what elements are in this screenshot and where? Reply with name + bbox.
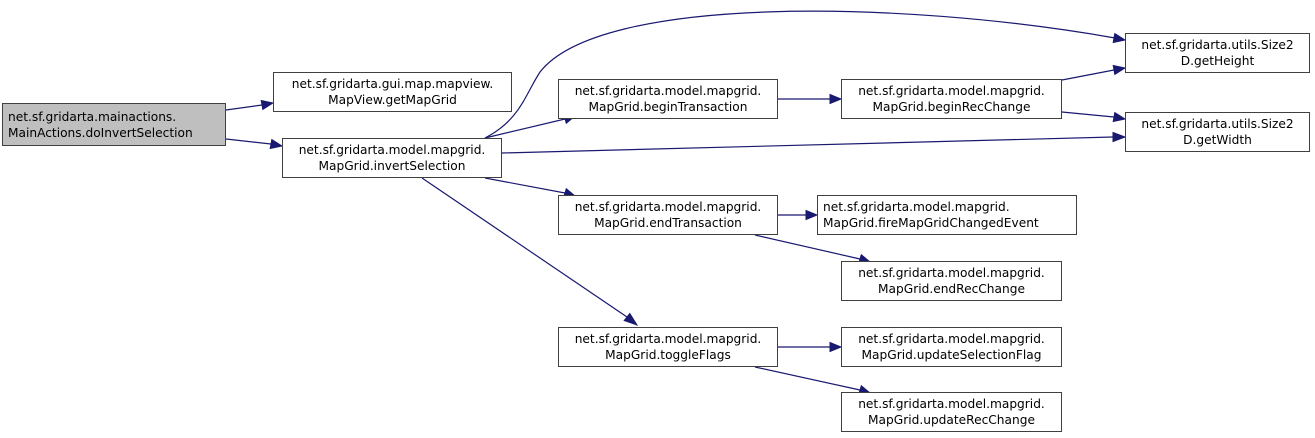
node-label-package: net.sf.gridarta.mainactions. [8, 109, 177, 124]
edge-toggleflags-to-updaterecchange [754, 366, 872, 395]
node-firemapgridchangedevent[interactable]: net.sf.gridarta.model.mapgrid. MapGrid.f… [817, 195, 1077, 235]
arrowhead-icon [1112, 131, 1127, 143]
edge-line [484, 118, 566, 139]
edge-line [1061, 69, 1115, 81]
edge-beginrecchange-to-getwidth [1061, 111, 1127, 123]
edge-begintransaction-to-beginrecchange [778, 93, 843, 105]
node-label-package: net.sf.gridarta.model.mapgrid. [858, 84, 1045, 98]
edge-line [754, 366, 861, 391]
node-label-method: MapGrid.invertSelection [318, 159, 466, 173]
arrowhead-icon [269, 138, 284, 150]
edge-invertselection-to-getheight [484, 10, 1127, 139]
node-label-method: MapGrid.beginTransaction [588, 100, 748, 114]
node-label-package: net.sf.gridarta.model.mapgrid. [858, 397, 1045, 411]
node-label-method: MapView.getMapGrid [328, 93, 457, 107]
edge-line [484, 10, 1116, 139]
node-label-method: MapGrid.endTransaction [594, 216, 742, 230]
edge-invertselection-to-getwidth [501, 131, 1127, 154]
node-label-package: net.sf.gridarta.model.mapgrid. [574, 84, 762, 98]
node-label-method: MapGrid.toggleFlags [605, 348, 731, 362]
node-label-method: MapGrid.beginRecChange [872, 100, 1031, 114]
edge-line [225, 104, 263, 111]
node-getheight[interactable]: net.sf.gridarta.utils.Size2 D.getHeight [1125, 33, 1310, 73]
node-label-package: net.sf.gridarta.model.mapgrid. [574, 200, 762, 214]
arrowhead-icon [1112, 111, 1127, 123]
node-label-method: MapGrid.updateRecChange [868, 413, 1035, 427]
arrowhead-icon [829, 93, 843, 105]
arrowhead-icon [829, 341, 843, 353]
node-label-package: net.sf.gridarta.utils.Size2 [1141, 38, 1294, 52]
edge-endtransaction-to-endrecchange [754, 234, 872, 264]
node-label-method: D.getWidth [1183, 133, 1252, 147]
arrowhead-icon [260, 99, 275, 111]
arrowhead-icon [623, 312, 639, 326]
node-label-package: net.sf.gridarta.model.mapgrid. [298, 143, 486, 157]
node-label-package: net.sf.gridarta.model.mapgrid. [858, 266, 1045, 280]
arrowhead-icon [1112, 32, 1127, 44]
edge-beginrecchange-to-getheight [1061, 64, 1127, 81]
node-endrecchange[interactable]: net.sf.gridarta.model.mapgrid. MapGrid.e… [841, 261, 1062, 301]
node-invertselection[interactable]: net.sf.gridarta.model.mapgrid. MapGrid.i… [282, 138, 502, 178]
edge-endtransaction-to-firemapgridchangedevent [778, 209, 819, 221]
node-getwidth[interactable]: net.sf.gridarta.utils.Size2 D.getWidth [1125, 112, 1310, 152]
node-label-package: net.sf.gridarta.model.mapgrid. [823, 200, 1010, 214]
node-getmapgrid[interactable]: net.sf.gridarta.gui.map.mapview. MapView… [273, 72, 512, 112]
node-beginrecchange[interactable]: net.sf.gridarta.model.mapgrid. MapGrid.b… [841, 79, 1062, 119]
edge-line [1061, 111, 1115, 118]
node-updaterecchange[interactable]: net.sf.gridarta.model.mapgrid. MapGrid.u… [841, 392, 1062, 432]
edge-line [754, 234, 861, 260]
node-begintransaction[interactable]: net.sf.gridarta.model.mapgrid. MapGrid.b… [558, 79, 778, 119]
edge-invertselection-to-toggleflags [421, 177, 639, 326]
arrowhead-icon [1112, 64, 1127, 76]
node-label-package: net.sf.gridarta.model.mapgrid. [858, 332, 1045, 346]
node-label-method: MapGrid.fireMapGridChangedEvent [823, 216, 1039, 230]
edge-line [484, 177, 566, 194]
node-label-package: net.sf.gridarta.model.mapgrid. [574, 332, 762, 346]
edge-line [501, 136, 1114, 154]
node-label-method: D.getHeight [1180, 54, 1255, 68]
node-label-package: net.sf.gridarta.gui.map.mapview. [291, 77, 494, 91]
node-doinvertselection: net.sf.gridarta.mainactions. MainActions… [2, 103, 226, 146]
arrowhead-icon [805, 209, 819, 221]
node-label-package: net.sf.gridarta.utils.Size2 [1141, 117, 1294, 131]
node-toggleflags[interactable]: net.sf.gridarta.model.mapgrid. MapGrid.t… [558, 327, 778, 367]
node-label-method: MainActions.doInvertSelection [8, 125, 193, 140]
node-label-method: MapGrid.updateSelectionFlag [861, 348, 1042, 362]
edge-toggleflags-to-updateselectionflag [778, 341, 843, 353]
edge-doinvertselection-to-invertselection [225, 138, 284, 150]
edge-line [225, 138, 272, 145]
node-label-method: MapGrid.endRecChange [878, 282, 1025, 296]
edge-line [421, 177, 628, 318]
edge-doinvertselection-to-getmapgrid [225, 99, 275, 111]
node-endtransaction[interactable]: net.sf.gridarta.model.mapgrid. MapGrid.e… [558, 195, 778, 235]
node-updateselectionflag[interactable]: net.sf.gridarta.model.mapgrid. MapGrid.u… [841, 327, 1062, 367]
